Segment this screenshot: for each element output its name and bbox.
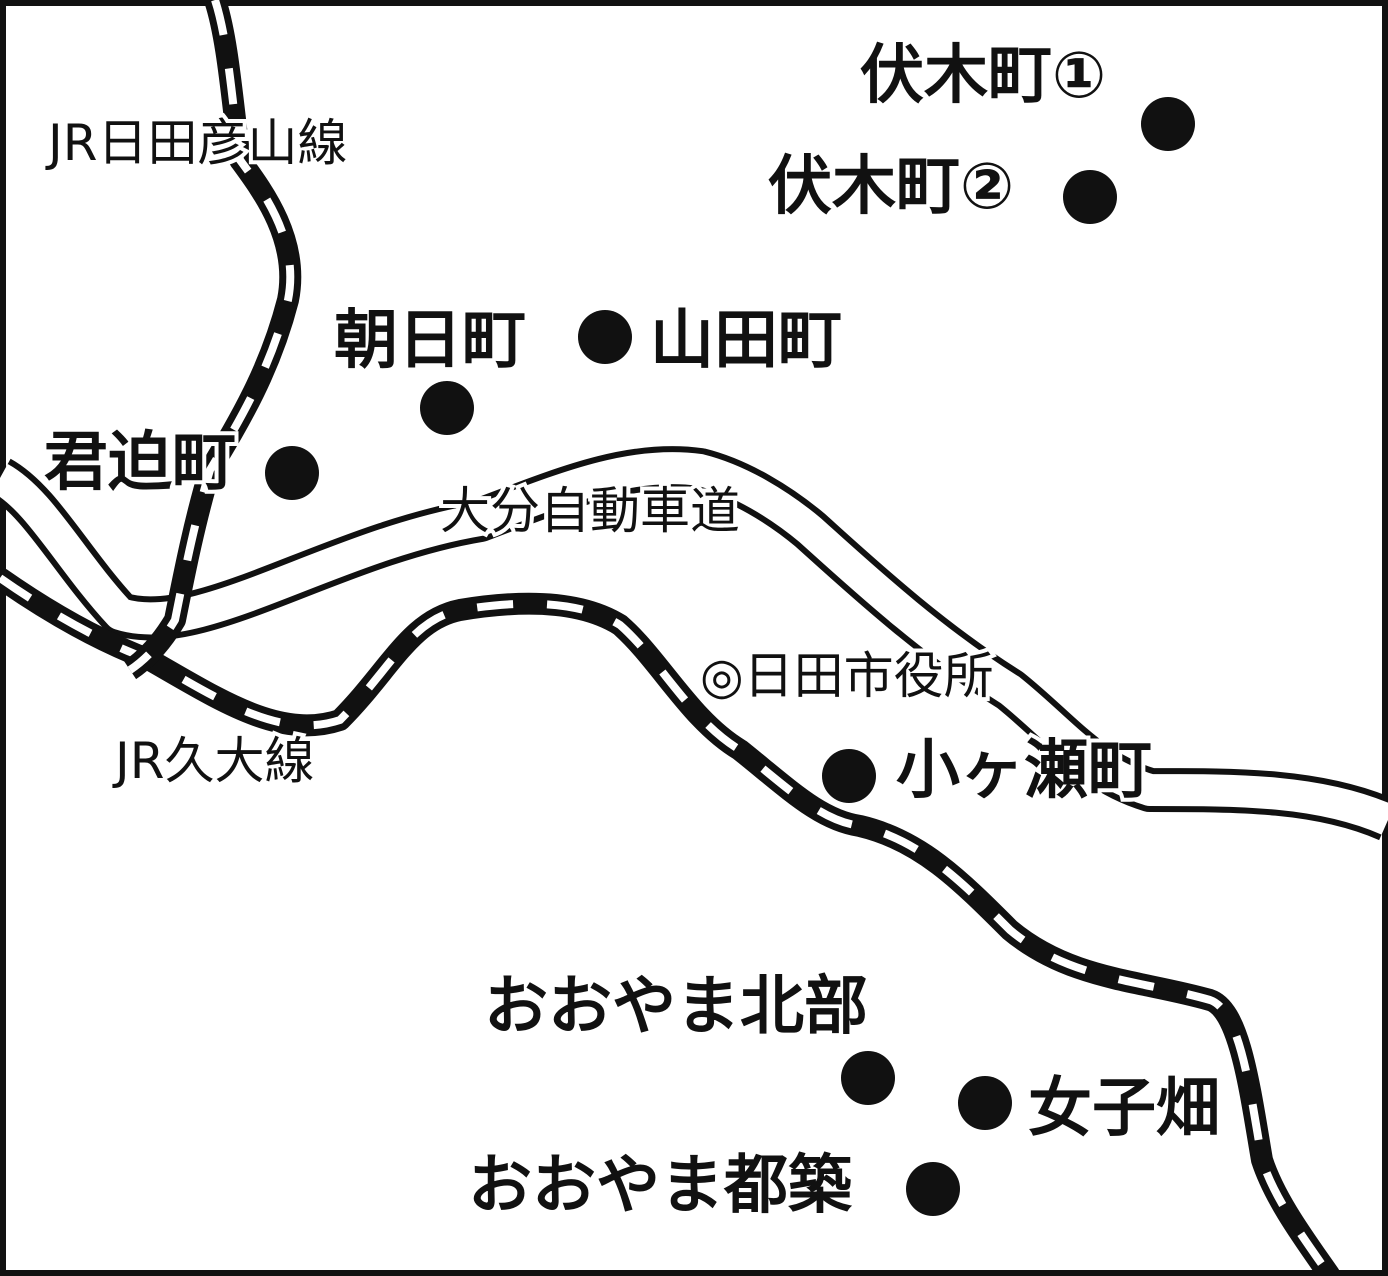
- label-oyama-hokubu: おおやま北部: [484, 970, 868, 1044]
- marker-fushikimachi-2: [1063, 170, 1117, 224]
- marker-kimisakomachi: [265, 446, 319, 500]
- marker-oyama-hokubu: [841, 1051, 895, 1105]
- marker-onagobatake: [958, 1076, 1012, 1130]
- location-markers: [265, 97, 1195, 1216]
- marker-yamadamachi: [578, 310, 632, 364]
- label-jr-hitahikosan: JR日田彦山線: [45, 114, 348, 172]
- label-city-hall: ◎日田市役所: [700, 647, 994, 705]
- label-asahimachi: 朝日町: [334, 304, 526, 378]
- jr-hitahikosan-line: [123, 0, 302, 680]
- label-jr-kyudai: JR久大線: [112, 732, 315, 790]
- marker-oyama-tsukuba: [906, 1162, 960, 1216]
- label-fushikimachi-2: 伏木町②: [768, 150, 1014, 224]
- label-fushikimachi-1: 伏木町①: [860, 39, 1106, 113]
- route-labels: JR日田彦山線 JR久大線 大分自動車道 ◎日田市役所: [41, 110, 998, 794]
- marker-asahimachi: [420, 381, 474, 435]
- label-kimisakomachi: 君迫町: [44, 426, 236, 500]
- label-onagobatake: 女子畑: [1028, 1072, 1220, 1146]
- hikosan-track-dash: [127, 0, 295, 674]
- marker-fushikimachi-1: [1141, 97, 1195, 151]
- jr-kyudai-line: [0, 568, 1340, 1276]
- kyudai-track-dash: [0, 574, 1334, 1276]
- marker-ogasemachi: [822, 749, 876, 803]
- label-oita-expressway: 大分自動車道: [440, 482, 740, 540]
- label-yamadamachi: 山田町: [650, 304, 842, 378]
- place-labels: 伏木町① 伏木町② 朝日町 山田町 君迫町 小ヶ瀬町 おおやま北部 女子畑 おお…: [40, 35, 1224, 1227]
- label-oyama-tsukuba: おおやま都築: [468, 1149, 853, 1223]
- label-ogasemachi: 小ヶ瀬町: [896, 734, 1152, 808]
